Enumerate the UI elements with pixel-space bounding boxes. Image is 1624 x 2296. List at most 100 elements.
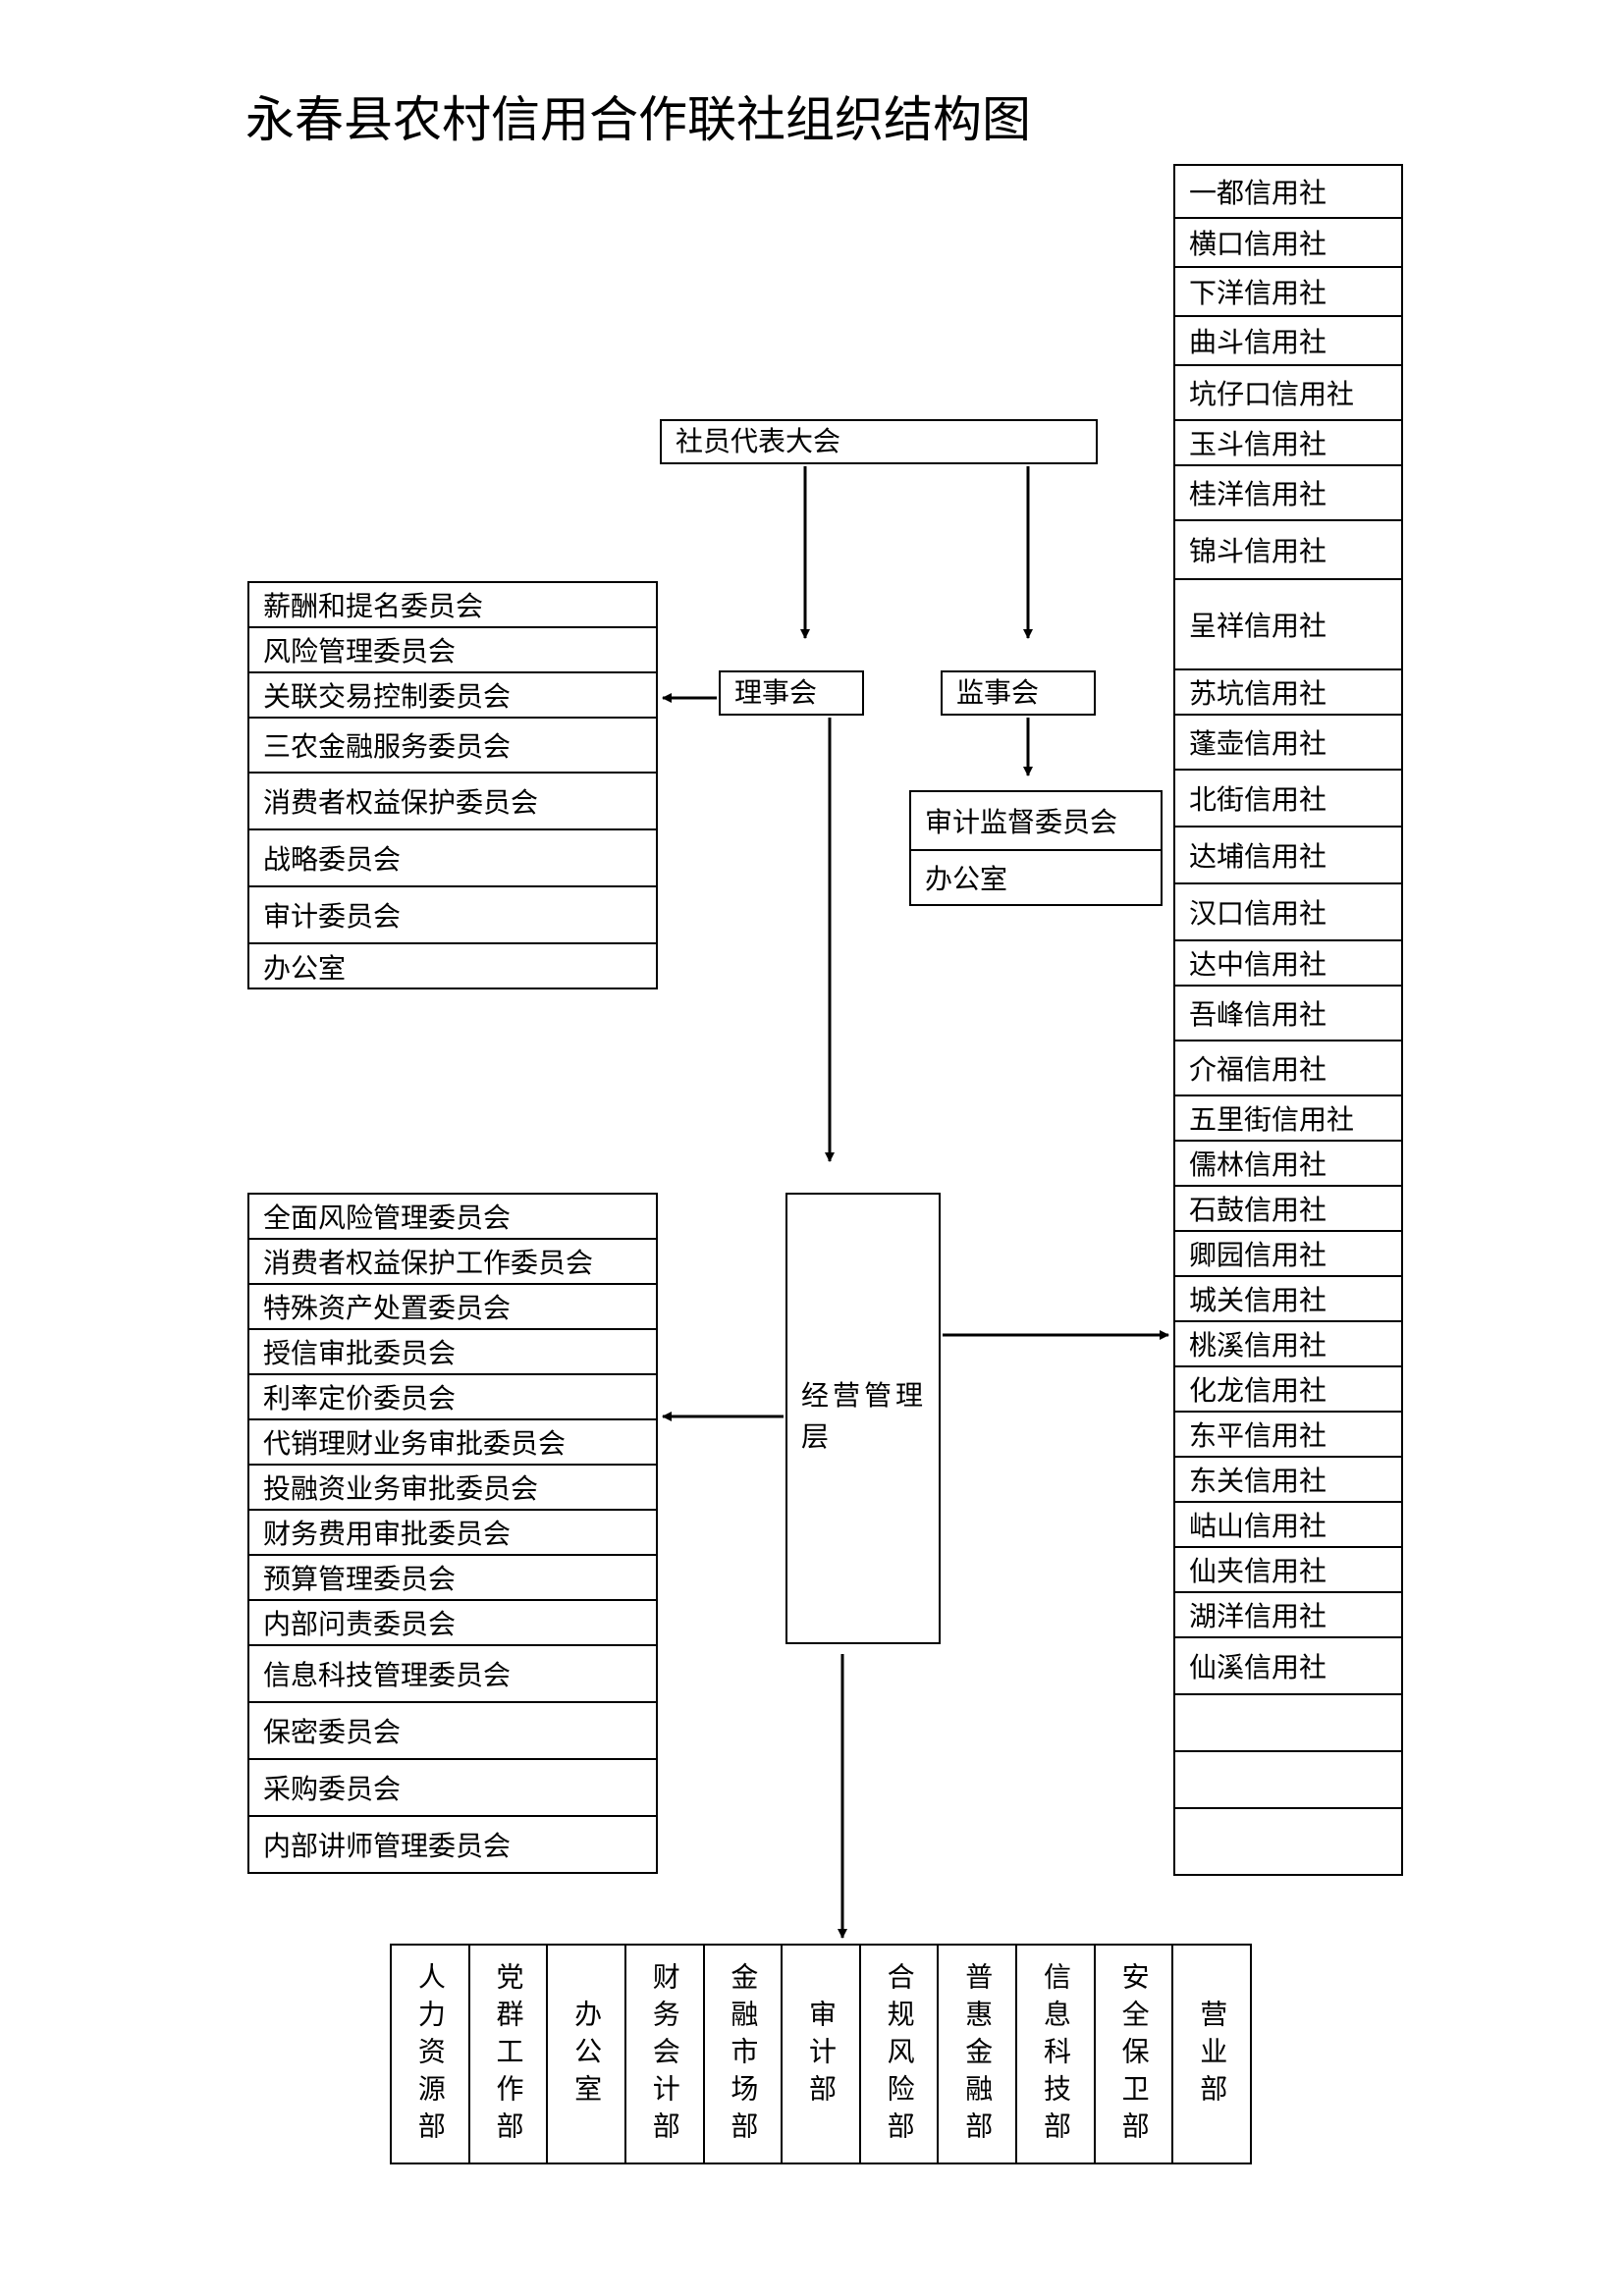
members-assembly-label: 社员代表大会 — [676, 425, 841, 457]
management-label-line2: 层 — [801, 1420, 830, 1453]
cooperative-label: 五里街信用社 — [1189, 1103, 1355, 1136]
cooperative-row: 坑仔口信用社 — [1175, 366, 1401, 421]
board-committee-row: 薪酬和提名委员会 — [249, 583, 656, 628]
management-committee-row: 采购委员会 — [249, 1760, 656, 1817]
department-cell: 审计部 — [783, 1946, 861, 2163]
cooperative-row: 北街信用社 — [1175, 771, 1401, 828]
department-label: 普惠金融部 — [961, 1961, 995, 2149]
cooperative-label: 东平信用社 — [1189, 1419, 1327, 1452]
cooperative-row: 化龙信用社 — [1175, 1367, 1401, 1413]
cooperative-label: 横口信用社 — [1189, 228, 1327, 260]
cooperative-row: 达埔信用社 — [1175, 828, 1401, 884]
cooperative-row: 岵山信用社 — [1175, 1503, 1401, 1548]
cooperative-label: 达中信用社 — [1189, 948, 1327, 981]
board-committee-label: 办公室 — [263, 952, 347, 985]
cooperative-row: 曲斗信用社 — [1175, 317, 1401, 366]
cooperative-label: 桃溪信用社 — [1189, 1329, 1327, 1362]
cooperative-row: 儒林信用社 — [1175, 1142, 1401, 1187]
management-committee-row: 预算管理委员会 — [249, 1556, 656, 1601]
cooperative-label: 坑仔口信用社 — [1189, 378, 1355, 410]
cooperative-label: 北街信用社 — [1189, 783, 1327, 816]
management-committee-row: 利率定价委员会 — [249, 1375, 656, 1420]
department-label: 财务会计部 — [648, 1961, 681, 2149]
cooperative-empty-row — [1175, 1752, 1401, 1809]
cooperative-row: 锦斗信用社 — [1175, 521, 1401, 580]
management-committee-label: 全面风险管理委员会 — [263, 1201, 512, 1234]
management-committee-row: 消费者权益保护工作委员会 — [249, 1240, 656, 1285]
board-committee-label: 关联交易控制委员会 — [263, 680, 512, 713]
board-committee-row: 办公室 — [249, 944, 656, 989]
department-label: 安全保卫部 — [1117, 1961, 1151, 2149]
cooperative-row: 东平信用社 — [1175, 1413, 1401, 1458]
department-cell: 信息科技部 — [1017, 1946, 1096, 2163]
management-committee-label: 特殊资产处置委员会 — [263, 1292, 512, 1324]
cooperative-label: 苏坑信用社 — [1189, 677, 1327, 710]
management-committee-row: 投融资业务审批委员会 — [249, 1466, 656, 1511]
cooperative-row: 玉斗信用社 — [1175, 421, 1401, 466]
board-committee-row: 关联交易控制委员会 — [249, 673, 656, 719]
management-committee-row: 信息科技管理委员会 — [249, 1646, 656, 1703]
department-cell: 安全保卫部 — [1096, 1946, 1174, 2163]
cooperative-label: 汉口信用社 — [1189, 897, 1327, 930]
management-box: 经营管理 层 — [785, 1193, 941, 1644]
cooperative-label: 湖洋信用社 — [1189, 1600, 1327, 1632]
supervisors-label: 监事会 — [956, 676, 1040, 709]
department-label: 审计部 — [805, 1999, 839, 2111]
management-committee-label: 财务费用审批委员会 — [263, 1518, 512, 1550]
cooperative-row: 石鼓信用社 — [1175, 1187, 1401, 1232]
cooperative-row: 下洋信用社 — [1175, 268, 1401, 317]
management-committee-row: 内部讲师管理委员会 — [249, 1817, 656, 1872]
management-committee-row: 保密委员会 — [249, 1703, 656, 1760]
cooperative-row: 仙溪信用社 — [1175, 1638, 1401, 1695]
department-cell: 普惠金融部 — [939, 1946, 1018, 2163]
cooperative-row: 一都信用社 — [1175, 166, 1401, 219]
cooperative-empty-row — [1175, 1695, 1401, 1752]
cooperative-row: 仙夹信用社 — [1175, 1548, 1401, 1593]
board-committee-label: 薪酬和提名委员会 — [263, 590, 484, 622]
management-committee-label: 信息科技管理委员会 — [263, 1659, 512, 1691]
cooperative-row: 五里街信用社 — [1175, 1096, 1401, 1142]
cooperative-label: 下洋信用社 — [1189, 277, 1327, 309]
management-committee-row: 代销理财业务审批委员会 — [249, 1420, 656, 1466]
cooperative-row: 吾峰信用社 — [1175, 987, 1401, 1041]
cooperative-row: 蓬壶信用社 — [1175, 716, 1401, 771]
cooperative-label: 仙溪信用社 — [1189, 1651, 1327, 1683]
cooperative-row: 桂洋信用社 — [1175, 466, 1401, 521]
cooperative-row: 城关信用社 — [1175, 1277, 1401, 1322]
department-cell: 财务会计部 — [626, 1946, 705, 2163]
cooperative-label: 儒林信用社 — [1189, 1148, 1327, 1181]
management-committee-label: 利率定价委员会 — [263, 1382, 457, 1415]
cooperative-row: 达中信用社 — [1175, 941, 1401, 987]
cooperative-label: 曲斗信用社 — [1189, 326, 1327, 358]
board-box: 理事会 — [719, 670, 864, 716]
cooperative-label: 呈祥信用社 — [1189, 610, 1327, 642]
department-label: 人力资源部 — [413, 1961, 447, 2149]
supervisory-office-row: 办公室 — [911, 851, 1161, 904]
cooperative-label: 一都信用社 — [1189, 177, 1327, 209]
cooperative-row: 卿园信用社 — [1175, 1232, 1401, 1277]
cooperative-label: 城关信用社 — [1189, 1284, 1327, 1316]
board-committees-stack: 薪酬和提名委员会 风险管理委员会 关联交易控制委员会 三农金融服务委员会 消费者… — [247, 581, 658, 989]
department-cell: 党群工作部 — [470, 1946, 549, 2163]
department-cell: 办公室 — [548, 1946, 626, 2163]
cooperative-label: 达埔信用社 — [1189, 840, 1327, 873]
department-cell: 营业部 — [1173, 1946, 1250, 2163]
management-label-line1: 经营管理 — [801, 1379, 928, 1412]
cooperative-label: 玉斗信用社 — [1189, 428, 1327, 460]
board-committee-row: 风险管理委员会 — [249, 628, 656, 673]
cooperative-row: 苏坑信用社 — [1175, 670, 1401, 716]
management-committee-label: 保密委员会 — [263, 1716, 402, 1748]
management-committee-label: 消费者权益保护工作委员会 — [263, 1247, 594, 1279]
board-label: 理事会 — [734, 676, 818, 709]
management-committee-label: 授信审批委员会 — [263, 1337, 457, 1369]
department-label: 合规风险部 — [883, 1961, 916, 2149]
cooperative-row: 桃溪信用社 — [1175, 1322, 1401, 1367]
supervisors-box: 监事会 — [941, 670, 1096, 716]
cooperative-row: 介福信用社 — [1175, 1041, 1401, 1096]
board-committee-label: 三农金融服务委员会 — [263, 730, 512, 763]
board-committee-label: 消费者权益保护委员会 — [263, 786, 539, 819]
supervisory-committee-label: 审计监督委员会 — [925, 806, 1118, 838]
management-committees-stack: 全面风险管理委员会 消费者权益保护工作委员会 特殊资产处置委员会 授信审批委员会… — [247, 1193, 658, 1874]
cooperative-row: 呈祥信用社 — [1175, 580, 1401, 670]
